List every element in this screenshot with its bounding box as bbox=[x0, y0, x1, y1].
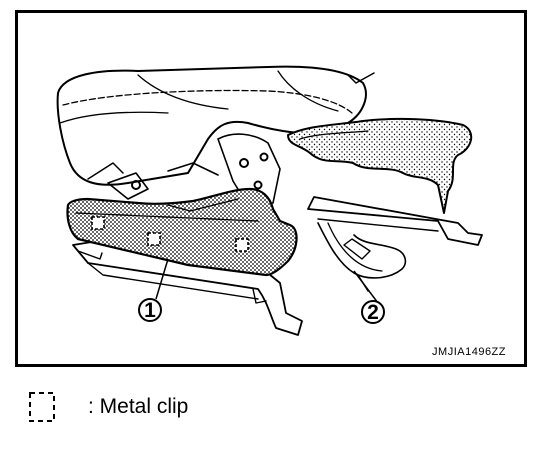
seat-cushion bbox=[56, 65, 367, 186]
svg-text:1: 1 bbox=[144, 299, 156, 322]
figure-code: JMJIA1496ZZ bbox=[432, 346, 506, 358]
legend-label: : Metal clip bbox=[88, 395, 189, 418]
seat-rail-inner bbox=[72, 240, 303, 336]
seat-cushion-side-finisher bbox=[66, 187, 298, 277]
seat-back-trim bbox=[287, 117, 473, 214]
metal-clip-legend-icon bbox=[29, 392, 55, 422]
metal-clip bbox=[147, 232, 161, 246]
metal-clip bbox=[235, 238, 249, 252]
seat-rail-outer bbox=[307, 196, 483, 246]
seat-cushion-illustration: 1 2 bbox=[56, 65, 483, 336]
metal-clip bbox=[91, 216, 105, 230]
figure-frame: 1 2 JMJIA1496ZZ bbox=[15, 10, 527, 367]
callout-1: 1 bbox=[138, 298, 162, 322]
wire-harness bbox=[317, 222, 407, 279]
legend: : Metal clip bbox=[28, 390, 188, 424]
callout-2: 2 bbox=[361, 300, 385, 324]
svg-text:2: 2 bbox=[367, 301, 379, 324]
